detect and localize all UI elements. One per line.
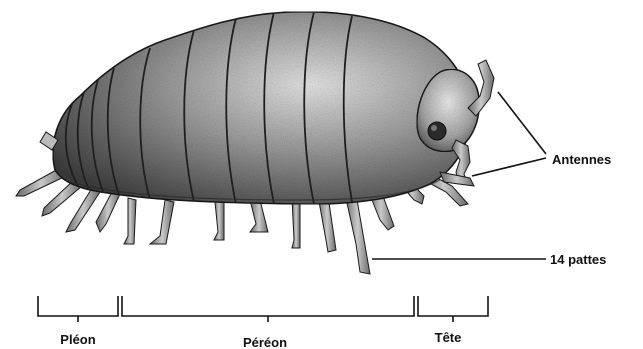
leg <box>292 198 300 248</box>
pereon-label: Péréon <box>243 335 287 349</box>
leg <box>96 192 120 232</box>
eye-icon <box>428 122 446 140</box>
leg <box>345 194 370 274</box>
leg <box>124 198 136 244</box>
leg <box>214 202 224 240</box>
head-bracket <box>418 296 488 316</box>
antennae-pointer-line <box>472 158 546 176</box>
leg <box>250 200 268 232</box>
pleon-label: Pléon <box>60 332 95 347</box>
legs-label: 14 pattes <box>550 252 606 267</box>
pleon-bracket <box>38 296 118 316</box>
antennae-pointer-line <box>498 92 546 154</box>
head-label: Tête <box>435 330 462 345</box>
leg <box>150 200 174 244</box>
antennae-label: Antennes <box>552 152 611 167</box>
woodlouse-body <box>53 12 470 204</box>
pereon-bracket <box>122 296 414 316</box>
